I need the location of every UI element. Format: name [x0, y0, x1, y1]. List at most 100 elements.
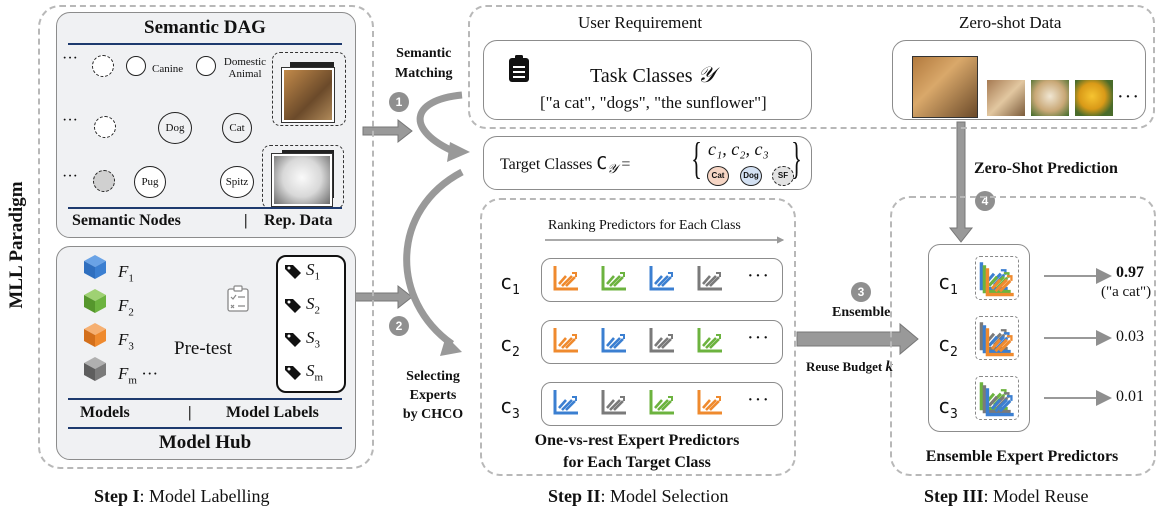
row-c3-letter: c — [500, 394, 513, 418]
semantic-matching-line2: Matching — [395, 66, 453, 81]
dag-label-canine: Canine — [152, 63, 184, 75]
selecting-experts-label: Selecting Experts by CHCO — [395, 367, 471, 424]
model-f3-letter: F — [118, 330, 129, 349]
predictor-row-c3 — [541, 382, 783, 426]
zero-shot-more: ··· — [1117, 86, 1140, 108]
target-symbol: C — [596, 153, 608, 174]
label-s3-sub: 3 — [314, 338, 321, 351]
step3-caption-bold: Step III — [924, 486, 984, 506]
step-badge-3: 3 — [851, 282, 871, 302]
model-f1-letter: F — [118, 262, 129, 281]
dag-node-dashed — [92, 55, 114, 77]
ensemble-blue-icon — [984, 386, 1014, 417]
dag-title-rule — [68, 43, 342, 45]
ensemble-orange-icon — [984, 266, 1014, 297]
label-sm-letter: S — [306, 361, 315, 380]
dag-node-dashed-gray — [93, 170, 115, 192]
dag-ellipsis-mid: ··· — [62, 112, 78, 129]
reuse-budget-text: Reuse Budget — [806, 359, 883, 374]
ens-row-label-c1: c1 — [938, 270, 958, 298]
hub-footer-rule — [68, 398, 342, 400]
row-label-c2: c2 — [500, 332, 520, 360]
ensemble-box — [928, 244, 1030, 432]
step3-caption-rest: : Model Reuse — [983, 486, 1089, 506]
label-sm: Sm — [306, 361, 323, 383]
model-fm-letter: F — [118, 364, 129, 383]
chip-dog: Dog — [740, 166, 762, 186]
label-s1-sub: 1 — [314, 270, 321, 283]
step1-caption-bold: Step I — [94, 486, 140, 506]
label-s1: S1 — [306, 260, 320, 282]
dag-node-dog: Dog — [158, 112, 192, 144]
row-c3-sub: 3 — [512, 407, 520, 422]
chip-sf: SF — [772, 166, 794, 186]
dag-node-pug: Pug — [134, 166, 166, 198]
dog-photo — [272, 154, 332, 206]
ens-c1-sub: 1 — [950, 283, 958, 298]
task-classes-label: Task Classes — [590, 65, 693, 87]
predictor-blue-icon — [600, 326, 630, 356]
clipboard-icon — [509, 55, 529, 82]
requirements-panel — [468, 5, 1155, 129]
dag-footer-rule — [68, 207, 342, 209]
model-more: ··· — [141, 364, 159, 383]
step3-footer: Ensemble Expert Predictors — [925, 448, 1119, 465]
zero-shot-prediction-label: Zero-Shot Prediction — [974, 160, 1118, 177]
step3-caption: Step III: Model Reuse — [924, 486, 1089, 507]
step2-footer-line1: One-vs-rest Expert Predictors — [534, 432, 740, 449]
label-sm-sub: m — [314, 371, 324, 384]
target-classes: Target Classes C𝒴 = — [500, 153, 631, 177]
predictor-orange-icon — [552, 326, 582, 356]
cube-green-icon — [84, 289, 106, 313]
footer-rep-data: Rep. Data — [264, 212, 333, 229]
user-req-title: User Requirement — [578, 13, 703, 32]
ens-c1-letter: c — [938, 270, 951, 294]
row-more: ··· — [747, 389, 770, 411]
row-more: ··· — [747, 327, 770, 349]
ens-c3-sub: 3 — [950, 407, 958, 422]
row-c1-sub: 1 — [512, 283, 520, 298]
tag-icon — [285, 299, 301, 313]
row-c1-letter: c — [500, 270, 513, 294]
step2-caption-bold: Step II — [548, 486, 601, 506]
selecting-line3: by CHCO — [402, 407, 464, 422]
cat-photo — [282, 68, 334, 122]
cube-blue-icon — [84, 255, 106, 279]
ensemble-stack-c2 — [975, 316, 1019, 360]
predictor-row-c1 — [541, 258, 783, 302]
reuse-budget-k: k — [885, 359, 893, 375]
dag-node-canine — [126, 56, 146, 76]
brace-right: } — [791, 134, 802, 183]
zero-shot-cat-image — [912, 56, 978, 118]
step1-caption: Step I: Model Labelling — [94, 486, 270, 507]
semantic-matching-label: Semantic Matching — [395, 44, 453, 84]
dag-label-spitz: Spitz — [225, 176, 249, 188]
model-f1-sub: 1 — [128, 272, 134, 285]
row-c2-letter: c — [500, 332, 513, 356]
row-label-c1: c1 — [500, 270, 520, 298]
dag-label-cat: Cat — [229, 122, 245, 134]
model-hub-title: Model Hub — [158, 432, 252, 453]
footer-semantic-nodes: Semantic Nodes — [72, 212, 181, 229]
ens-c2-sub: 2 — [950, 345, 958, 360]
step2-footer-line2: for Each Target Class — [563, 454, 711, 471]
model-f2-sub: 2 — [128, 306, 134, 319]
step-badge-1: 1 — [389, 92, 409, 112]
ens-row-label-c3: c3 — [938, 394, 958, 422]
dag-node-cat: Cat — [222, 113, 252, 143]
model-f3: F3 — [118, 330, 134, 352]
dag-ellipsis-bottom: ··· — [62, 168, 78, 185]
label-s2-letter: S — [306, 294, 315, 313]
step1-caption-rest: : Model Labelling — [139, 486, 270, 506]
semantic-matching-line1: Semantic — [396, 46, 452, 61]
zero-shot-dog-image — [1031, 80, 1069, 116]
ensemble-label: Ensemble — [832, 305, 891, 320]
step2-footer: One-vs-rest Expert Predictors for Each T… — [480, 430, 794, 474]
cube-orange-icon — [84, 323, 106, 347]
row-label-c3: c3 — [500, 394, 520, 422]
model-f2: F2 — [118, 296, 134, 318]
ranking-label: Ranking Predictors for Each Class — [548, 218, 741, 233]
tag-icon — [285, 333, 301, 347]
step2-caption-rest: : Model Selection — [600, 486, 729, 506]
zero-shot-title: Zero-shot Data — [959, 13, 1062, 32]
